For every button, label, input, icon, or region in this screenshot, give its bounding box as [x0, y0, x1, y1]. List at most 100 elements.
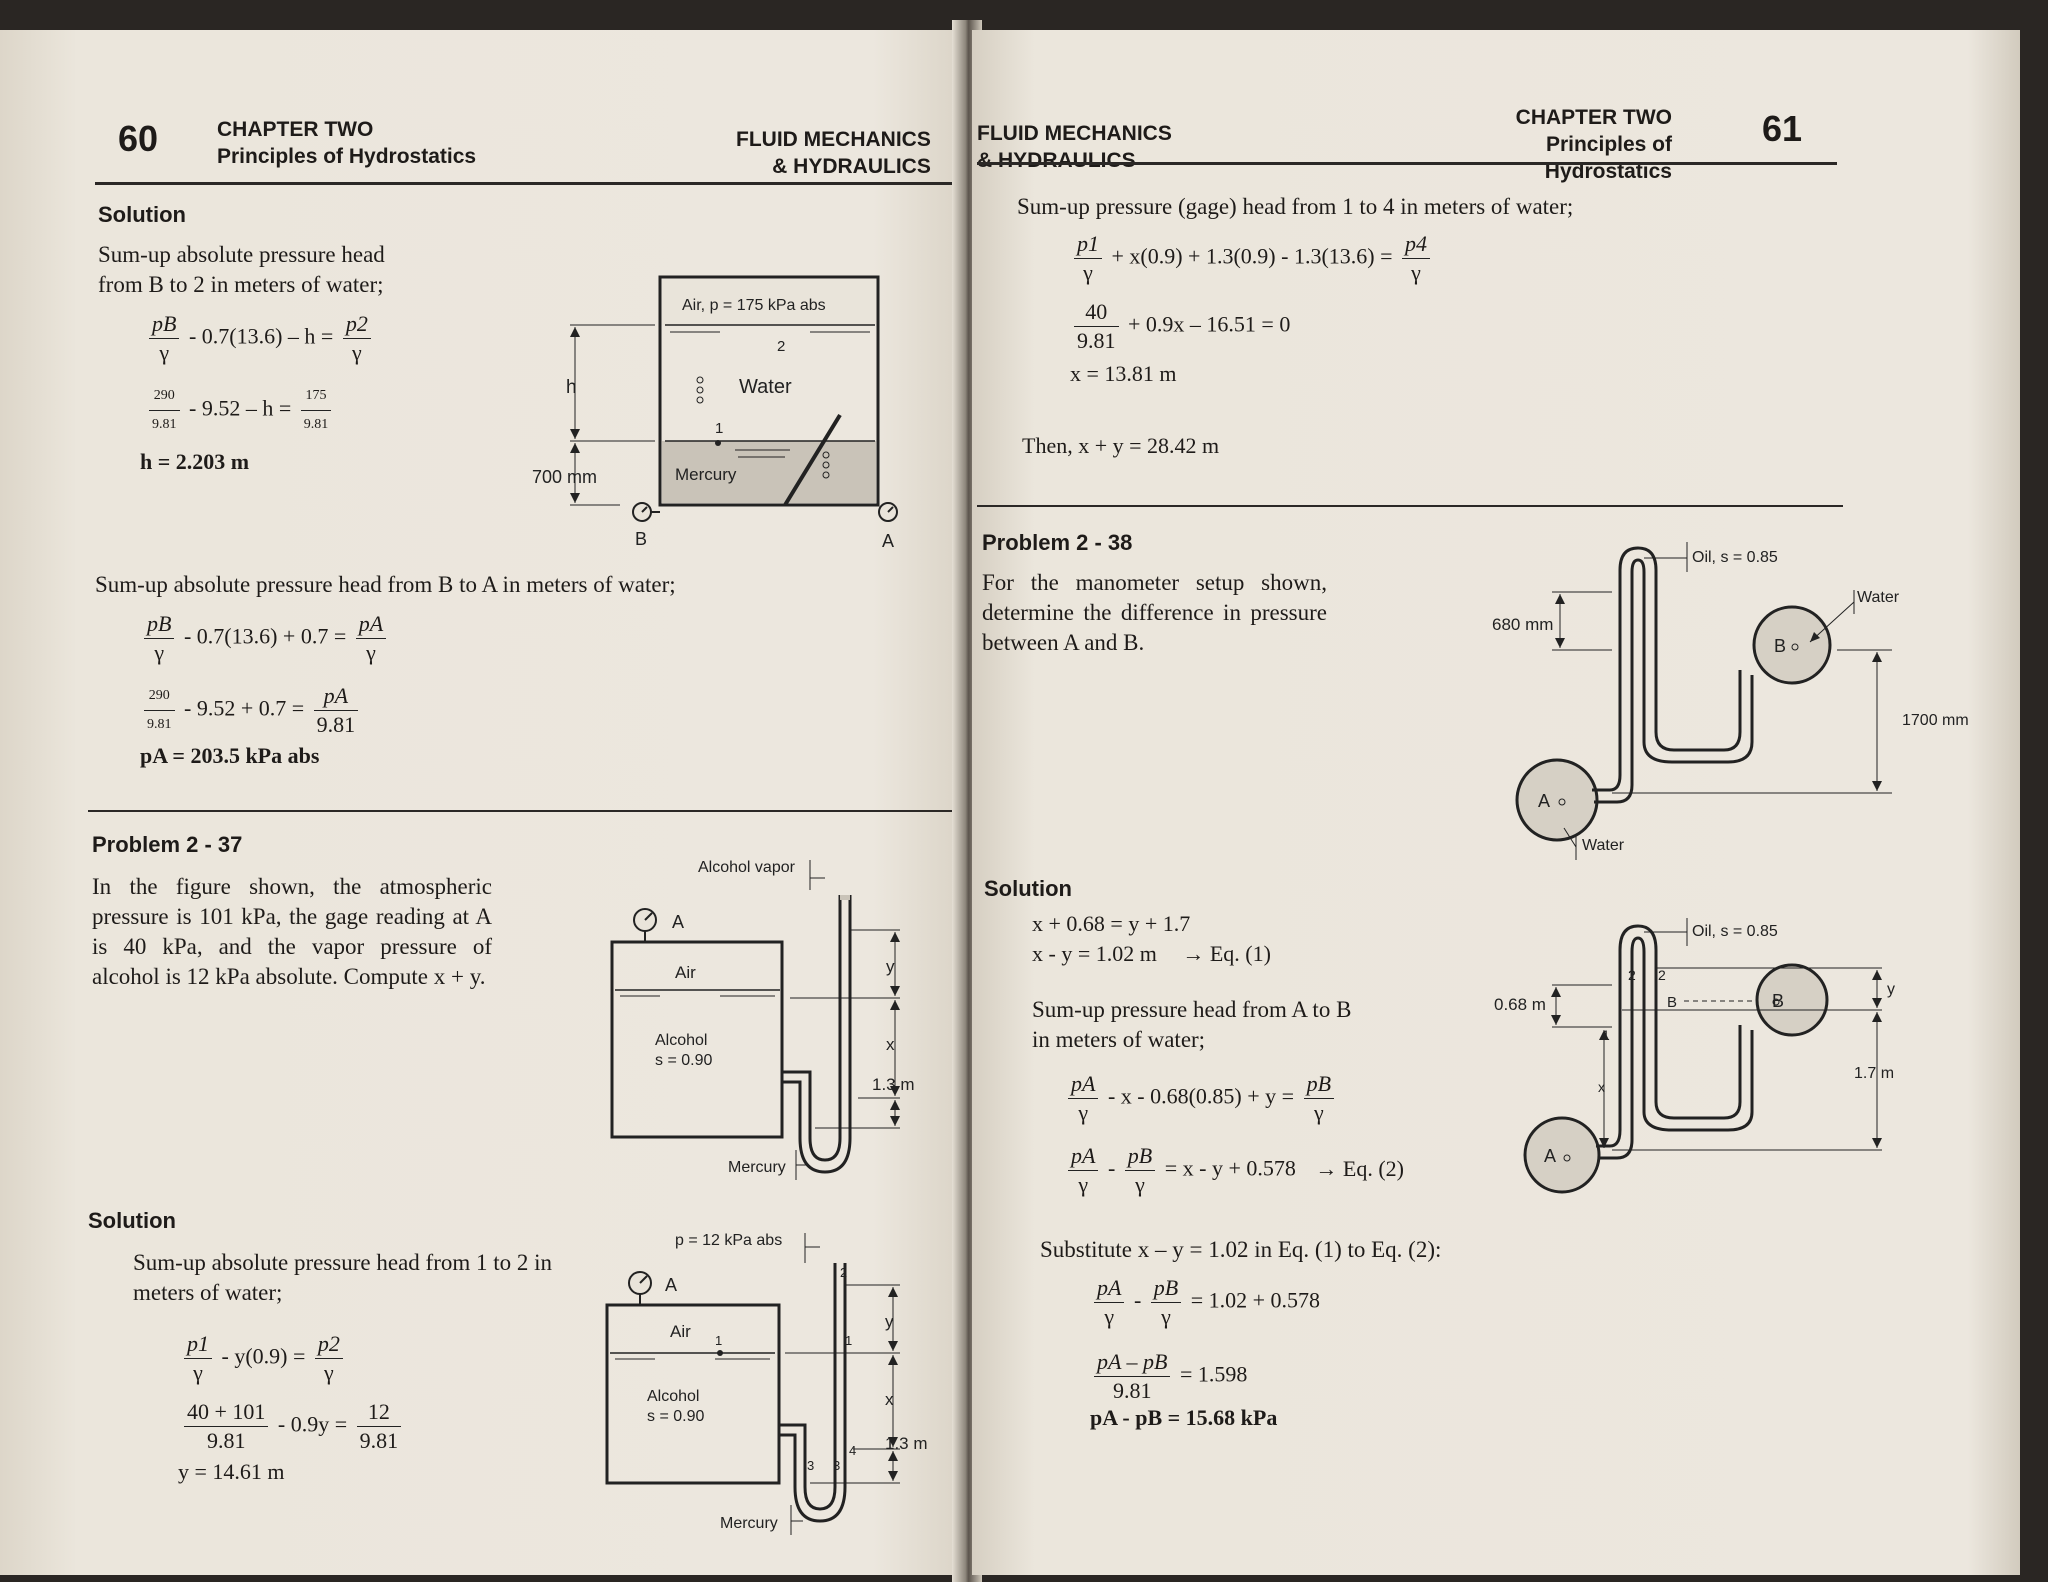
manometer-figure-2: p = 12 kPa abs 2 A Air 1 Alcohol s = 0.9… [605, 1232, 928, 1535]
eq-reference: → Eq. (2) [1315, 1155, 1404, 1181]
eq-num: 175 [300, 382, 332, 411]
manometer-figure-3: A B Oil, s = 0.85 Water 680 mm 1700 mm W… [1492, 542, 1969, 860]
page-number: 61 [1762, 108, 1803, 149]
air-label: Air, p = 175 kPa abs [682, 297, 826, 314]
eq-gamma: γ [1104, 1304, 1115, 1329]
solution-heading: Solution [984, 876, 1072, 901]
chapter-header: CHAPTER TWO Principles of Hydrostatics [1422, 104, 1672, 185]
1.3m-dimension: 1.3 m [872, 1075, 915, 1094]
solution-text: Sum-up absolute pressure head from B to … [98, 240, 385, 300]
eq-den: 9.81 [152, 417, 177, 432]
eq-num: 290 [144, 682, 175, 711]
mercury-label: Mercury [720, 1515, 778, 1532]
water-label: Water [739, 376, 792, 398]
eq-symbol: pA [1071, 1143, 1096, 1168]
eq-symbol: p4 [1405, 231, 1428, 256]
1700mm-dimension: 1700 mm [1902, 712, 1969, 729]
eq-den: 9.81 [147, 717, 172, 732]
680mm-dimension: 680 mm [1492, 615, 1553, 634]
point-label: 2 [1628, 967, 1636, 983]
a-label: A [1538, 791, 1550, 811]
eq-gamma: γ [1078, 1172, 1089, 1197]
oil-label: Oil, s = 0.85 [1692, 923, 1778, 940]
eq-reference: → Eq. (1) [1182, 941, 1271, 966]
air-label: Air [670, 1322, 691, 1341]
book-title-line2: & HYDRAULICS [977, 149, 1136, 172]
problem-heading: Problem 2 - 37 [92, 832, 243, 857]
700mm-dimension: 700 mm [532, 467, 597, 487]
b-label: B [1774, 636, 1786, 656]
point-label: 1 [715, 420, 723, 437]
eq-symbol: pB [152, 311, 177, 336]
section-rule [88, 810, 958, 812]
alcohol-label: Alcohol [655, 1032, 707, 1049]
eq-symbol: pB [1127, 1143, 1153, 1168]
sum-text-line2: in meters of water; [1032, 1027, 1206, 1052]
b-label: B [635, 529, 647, 549]
pressure-label: p = 12 kPa abs [675, 1232, 782, 1249]
eq-symbol: pA [1097, 1275, 1122, 1300]
eq-gamma: γ [1313, 1100, 1324, 1125]
a-label: A [665, 1275, 677, 1295]
eq-den: 9.81 [303, 417, 329, 432]
solution-heading: Solution [98, 202, 186, 227]
mercury-label: Mercury [675, 465, 737, 484]
air-region [662, 279, 876, 325]
right-page: FLUID MECHANICS & HYDRAULICS CHAPTER TWO… [972, 30, 2020, 1575]
manometer-figure-4: A B Oil, s = 0.85 2 2 1 0.68 m B y 1.7 m… [1494, 918, 1895, 1194]
x-dimension: x [885, 1390, 894, 1409]
equation-10: pA - pB = 15.68 kPa [1090, 1405, 1278, 1430]
solution-text-line1: Sum-up absolute pressure head [98, 242, 385, 267]
sg-label: s = 0.90 [647, 1408, 704, 1425]
equation-3: h = 2.203 m [140, 449, 250, 474]
alcohol-label: Alcohol [647, 1388, 699, 1405]
water-label: Water [1857, 589, 1900, 606]
1.7m-dimension: 1.7 m [1854, 1065, 1894, 1082]
eq-symbol: p2 [317, 1331, 340, 1356]
eq-gamma: γ [351, 340, 362, 365]
page-number: 60 [118, 118, 159, 159]
eq-text: - x - 0.68(0.85) + y = [1107, 1083, 1295, 1109]
equation-9: y = 14.61 m [178, 1459, 285, 1484]
eq-symbol: p2 [345, 311, 368, 336]
sg-label: s = 0.90 [655, 1052, 712, 1069]
eq-text: + x(0.9) + 1.3(0.9) - 1.3(13.6) = [1111, 243, 1393, 269]
1.3m-dimension: 1.3 m [885, 1434, 928, 1453]
header-rule [977, 162, 1837, 165]
chapter-header: CHAPTER TWO Principles of Hydrostatics [217, 116, 476, 170]
eq-text: - 0.9y = [277, 1411, 348, 1437]
pipe-a [1523, 1116, 1601, 1194]
sum-text: Sum-up absolute pressure head from B to … [95, 572, 676, 597]
chapter-label: CHAPTER TWO [217, 118, 374, 141]
y-dimension: y [886, 957, 895, 976]
substitute-text: Substitute x – y = 1.02 in Eq. (1) to Eq… [1040, 1237, 1442, 1262]
oil-label: Oil, s = 0.85 [1692, 549, 1778, 566]
book-title-line2: & HYDRAULICS [772, 155, 931, 178]
eq-gamma: γ [324, 1360, 334, 1385]
mercury-region [662, 441, 876, 503]
eq-gamma: γ [1411, 260, 1421, 285]
water-label: Water [1582, 837, 1625, 854]
eq-symbol: pA [1071, 1071, 1096, 1096]
eq-den: 9.81 [1077, 328, 1116, 353]
b-label: B [1772, 991, 1784, 1011]
solution-text: Sum-up absolute pressure head from 1 to … [133, 1250, 553, 1305]
y-dimension: y [1887, 981, 1895, 998]
a-label: A [1544, 1146, 1556, 1166]
eq-text: - y(0.9) = [221, 1343, 306, 1369]
0.68m-dimension: 0.68 m [1494, 995, 1546, 1014]
sum-text-line1: Sum-up pressure head from A to B [1032, 997, 1352, 1022]
eq-symbol: pB [147, 611, 172, 636]
solution-text-line2: from B to 2 in meters of water; [98, 272, 384, 297]
eq-text: - 0.7(13.6) + 0.7 = [183, 623, 347, 649]
eq-gamma: γ [159, 340, 170, 365]
solution-heading: Solution [88, 1208, 176, 1233]
eq-num: 12 [356, 1398, 402, 1427]
eq-den: 9.81 [316, 712, 356, 737]
